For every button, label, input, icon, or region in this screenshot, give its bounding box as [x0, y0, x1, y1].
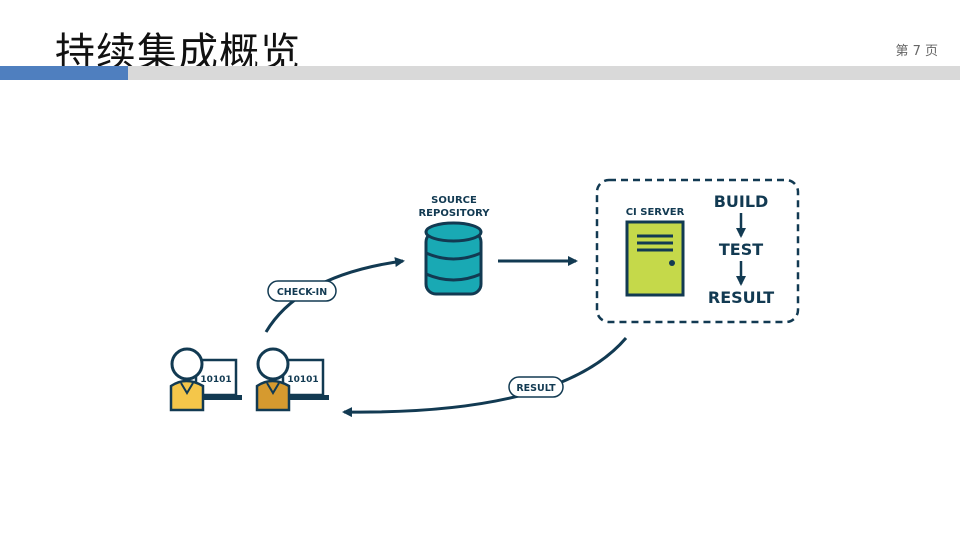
arrow-result-feedback: [342, 337, 628, 418]
header-divider-bar: [128, 66, 960, 80]
database-icon: [424, 221, 483, 296]
developer-icon-1: 10101: [169, 347, 242, 412]
result-feedback-label: RESULT: [516, 383, 556, 394]
result-step-label: RESULT: [708, 288, 774, 307]
check-in-label: CHECK-IN: [277, 287, 327, 298]
ci-server-label: CI SERVER: [626, 207, 685, 218]
laptop-screen-text-1: 10101: [200, 375, 231, 385]
page-number: 第 7 页: [895, 44, 938, 59]
server-icon: [625, 220, 685, 297]
test-label: TEST: [719, 240, 763, 259]
ci-server-box: [595, 178, 800, 324]
check-in-badge: CHECK-IN: [267, 280, 337, 302]
laptop-screen-text-2: 10101: [287, 375, 318, 385]
source-repo-label-1: SOURCE: [431, 195, 477, 206]
source-repo-label-2: REPOSITORY: [418, 208, 490, 219]
header-accent-bar: [0, 66, 128, 80]
developer-icon-2: 10101: [255, 347, 329, 412]
build-label: BUILD: [714, 192, 769, 211]
result-badge: RESULT: [508, 376, 564, 398]
